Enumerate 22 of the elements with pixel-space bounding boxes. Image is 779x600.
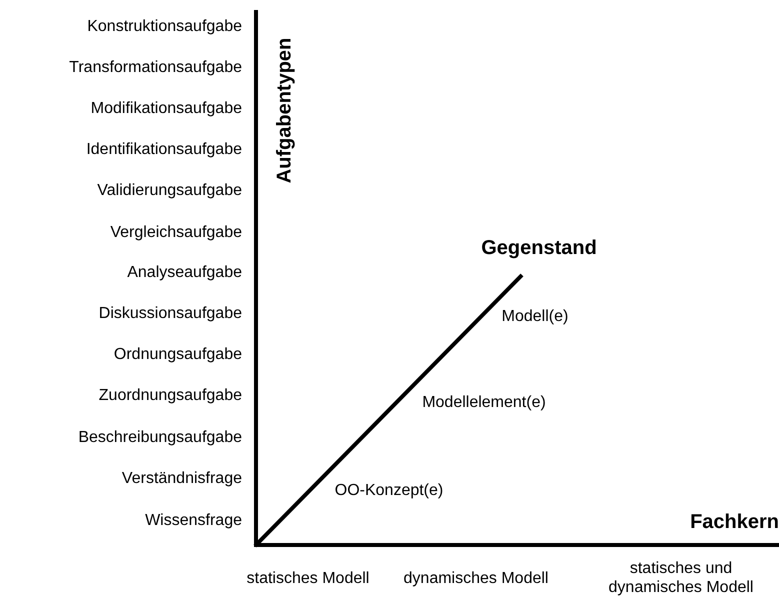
axis-label: Transformationsaufgabe: [69, 58, 242, 76]
axis-label: Diskussionsaufgabe: [98, 304, 242, 322]
axis-label: Modell(e): [502, 306, 568, 326]
axis-label: Modellelement(e): [422, 392, 546, 412]
axis-label: statisches Modell: [246, 568, 370, 588]
axis-title: Fachkern: [690, 510, 779, 534]
axis-label: Wissensfrage: [145, 510, 242, 530]
axis-title: Aufgabentypen: [274, 37, 296, 183]
axis-label: Identifikationsaufgabe: [86, 140, 242, 158]
axis-label: dynamisches Modell: [402, 568, 550, 588]
axis-label: Beschreibungsaufgabe: [78, 428, 242, 446]
axis-label: Vergleichsaufgabe: [110, 222, 242, 242]
axis-label: statisches und dynamisches Modell: [608, 559, 754, 597]
axis-label: Analyseaufgabe: [127, 262, 242, 282]
axis-title: Gegenstand: [481, 236, 597, 260]
axis-label: Validierungsaufgabe: [97, 180, 242, 200]
axis-label: Konstruktionsaufgabe: [87, 16, 242, 36]
axis-label: OO-Konzept(e): [334, 480, 444, 500]
axis-label: Modifikationsaufgabe: [90, 98, 242, 118]
axis-label: Ordnungsaufgabe: [114, 344, 242, 364]
axis-label: Zuordnungsaufgabe: [98, 386, 242, 404]
axis-label: Verständnisfrage: [122, 468, 242, 488]
